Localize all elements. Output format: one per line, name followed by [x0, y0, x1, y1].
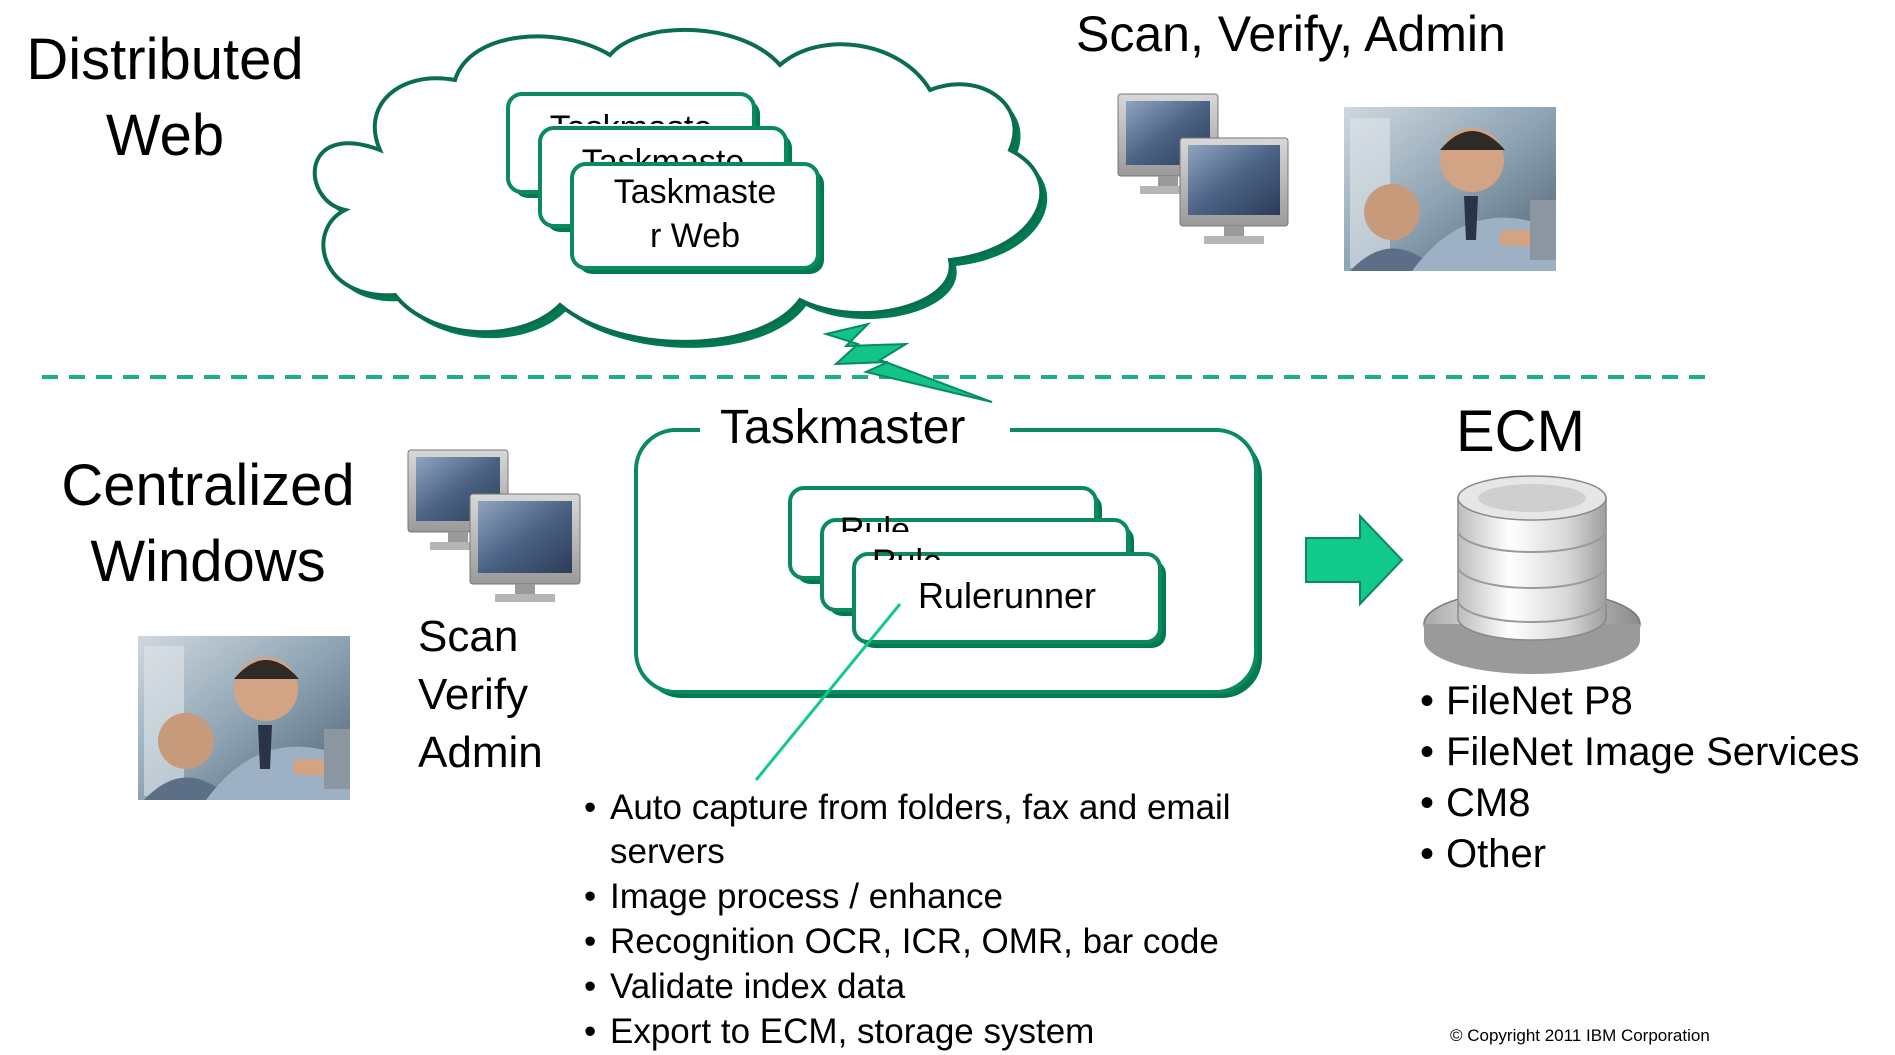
- list-item: FileNet P8: [1420, 676, 1859, 727]
- database-icon: [1423, 475, 1641, 674]
- monitors-top-icon: [1117, 93, 1289, 244]
- list-item: Recognition OCR, ICR, OMR, bar code: [584, 920, 1404, 964]
- callout-line: [754, 603, 902, 781]
- scan-label: Scan: [418, 612, 519, 661]
- list-item: CM8: [1420, 778, 1859, 829]
- taskmaster-web-box-1-label: Taskmaste: [508, 110, 754, 124]
- lightning-bolt-icon: [822, 322, 993, 403]
- admin-label: Admin: [418, 728, 543, 777]
- rulerunner-box-2-label: Rule: [872, 540, 942, 560]
- distributed-web-label: Distributed Web: [10, 22, 320, 174]
- right-arrow-icon: [1305, 513, 1404, 607]
- centralized-label: Centralized: [61, 453, 355, 518]
- verify-label: Verify: [418, 670, 529, 719]
- web-label: Web: [105, 103, 225, 168]
- distributed-label: Distributed: [26, 27, 304, 92]
- scan-verify-admin-list: Scan Verify Admin: [418, 608, 543, 782]
- centralized-windows-label: Centralized Windows: [38, 448, 378, 600]
- scan-verify-admin-title: Scan, Verify, Admin: [1076, 6, 1506, 62]
- list-item: Image process / enhance: [584, 875, 1404, 919]
- monitors-left-icon: [407, 449, 581, 602]
- list-item: FileNet Image Services: [1420, 727, 1859, 778]
- capabilities-list: Auto capture from folders, fax and email…: [584, 786, 1404, 1055]
- taskmaster-web-box-3-label: Taskmaste r Web: [613, 173, 777, 255]
- rulerunner-stack: [788, 486, 1166, 648]
- ecm-title: ECM: [1456, 399, 1585, 464]
- list-item: Auto capture from folders, fax and email…: [584, 786, 1310, 874]
- taskmaster-title: Taskmaster: [720, 401, 966, 454]
- list-item: Export to ECM, storage system: [584, 1010, 1404, 1054]
- taskmaster-web-stack: [506, 92, 824, 274]
- rulerunner-box-1-label: Rule: [840, 511, 910, 532]
- taskmaster-web-box-2-label: Taskmaste: [581, 143, 745, 162]
- copyright-notice: © Copyright 2011 IBM Corporation: [1450, 1026, 1710, 1045]
- rulerunner-box-3-label: Rulerunner: [917, 575, 1097, 616]
- list-item: Validate index data: [584, 965, 1404, 1009]
- ecm-targets-list: FileNet P8 FileNet Image Services CM8 Ot…: [1420, 676, 1859, 880]
- list-item: Other: [1420, 829, 1859, 880]
- windows-label: Windows: [90, 529, 326, 594]
- people-photo-top: [1344, 107, 1556, 271]
- people-photo-left: [138, 636, 350, 800]
